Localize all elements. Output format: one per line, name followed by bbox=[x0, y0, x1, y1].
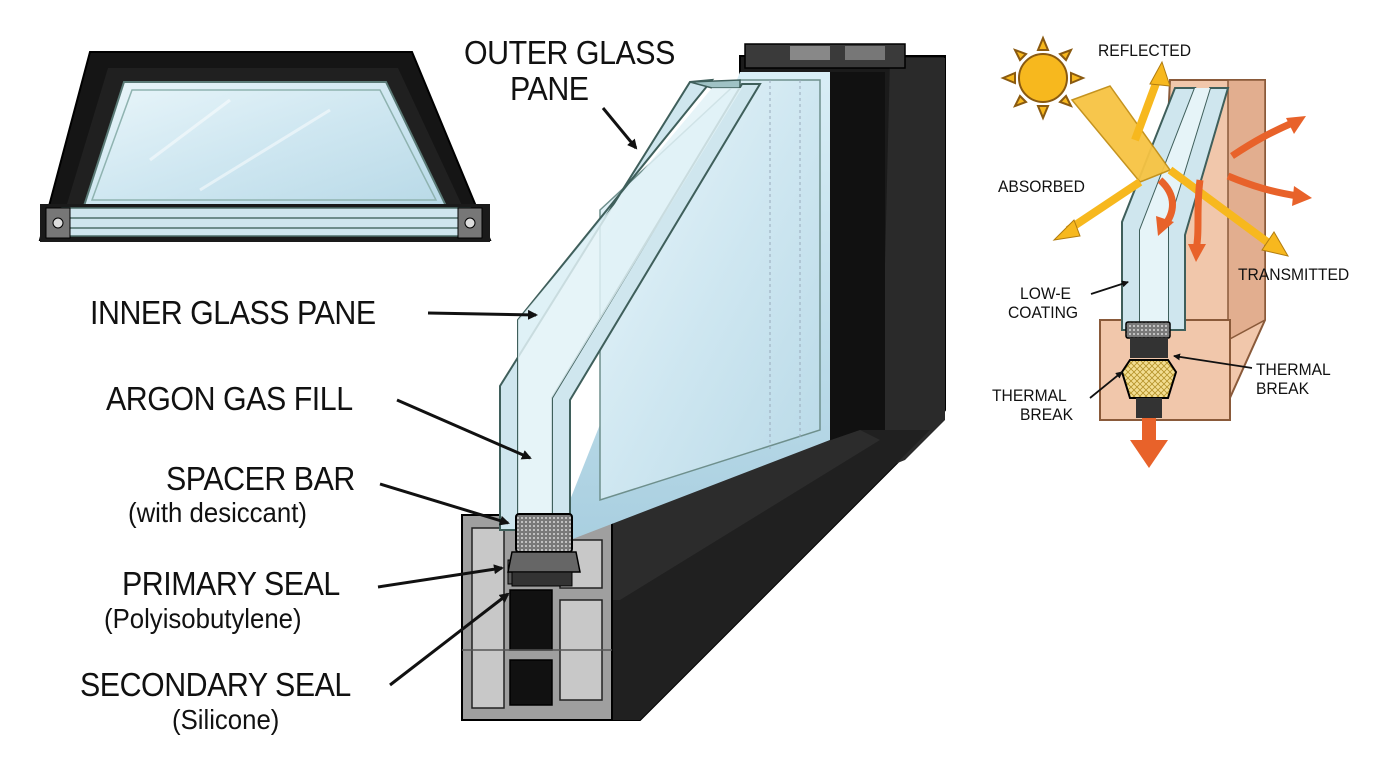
label-absorbed: ABSORBED bbox=[998, 177, 1085, 196]
inset-glazing-unit bbox=[38, 51, 492, 242]
label-thermal-left-line2: BREAK bbox=[1020, 405, 1074, 424]
primary-leader bbox=[377, 564, 504, 589]
heat-flow-inset bbox=[1000, 35, 1312, 468]
label-thermal-left-line1: THERMAL bbox=[992, 386, 1067, 405]
label-thermal-right-line1: THERMAL bbox=[1256, 360, 1331, 379]
label-transmitted: TRANSMITTED bbox=[1238, 265, 1350, 284]
label-thermal-right-line2: BREAK bbox=[1256, 379, 1310, 398]
argon-leader bbox=[396, 398, 532, 460]
label-spacer-line2: (with desiccant) bbox=[128, 497, 307, 528]
label-inner-glass: INNER GLASS PANE bbox=[90, 294, 376, 331]
glass-panes bbox=[499, 72, 830, 587]
thermal-right-leader bbox=[1173, 353, 1253, 369]
label-secondary-line2: (Silicone) bbox=[172, 704, 280, 735]
spacer-leader bbox=[379, 482, 510, 526]
label-lowe-line2: COATING bbox=[1008, 303, 1079, 322]
label-outer-glass-line1: OUTER GLASS bbox=[464, 34, 675, 71]
label-outer-glass-line2: PANE bbox=[510, 70, 589, 107]
secondary-leader bbox=[389, 592, 510, 687]
downward-heat-arrow bbox=[1130, 418, 1168, 468]
label-spacer-line1: SPACER BAR bbox=[166, 460, 355, 497]
sun-icon bbox=[1000, 35, 1086, 121]
thermal-left-leader bbox=[1089, 371, 1123, 399]
label-lowe-line1: LOW-E bbox=[1020, 284, 1071, 303]
inner-glass-leader bbox=[427, 309, 538, 320]
absorbed-arrow bbox=[1052, 178, 1143, 241]
label-primary-line1: PRIMARY SEAL bbox=[122, 565, 340, 602]
leader-lines bbox=[377, 107, 638, 687]
label-secondary-line1: SECONDARY SEAL bbox=[80, 666, 351, 703]
label-reflected: REFLECTED bbox=[1098, 41, 1191, 60]
reflected-arrow bbox=[1131, 60, 1171, 142]
lowe-leader bbox=[1090, 280, 1129, 295]
label-primary-line2: (Polyisobutylene) bbox=[104, 603, 302, 634]
transmitted-arrow bbox=[1167, 166, 1290, 257]
outer-glass-leader bbox=[601, 107, 638, 150]
label-argon: ARGON GAS FILL bbox=[106, 380, 353, 417]
